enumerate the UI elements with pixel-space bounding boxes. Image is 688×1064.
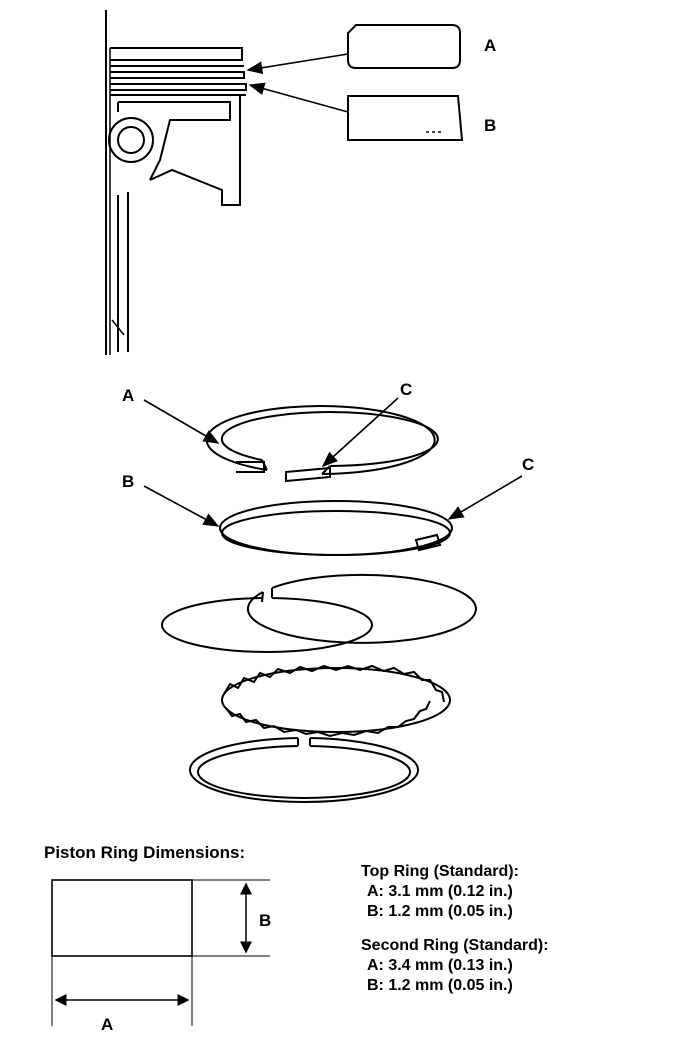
second-ring-heading: Second Ring (Standard): [361,937,549,954]
ring-c-gap-arrow-1 [321,397,399,468]
second-ring-a-value: A: 3.4 mm (0.13 in.) [367,957,513,974]
second-ring-section-callout [347,95,464,141]
second-ring [219,500,453,556]
second-ring-spec: Second Ring (Standard): A: 3.4 mm (0.13 … [361,936,549,996]
oil-ring-lower-rail [189,737,419,803]
top-ring-heading: Top Ring (Standard): [361,863,519,880]
dimension-label-a: A [101,1015,114,1034]
oil-ring-expander [221,664,451,738]
second-ring-arrow [248,82,349,113]
rings-label-c-1: C [400,380,413,399]
dimensions-title: Piston Ring Dimensions: [44,843,246,862]
ring-c-gap-arrow-2 [447,475,523,520]
ring-dimension-sketch [51,879,270,1026]
top-ring-a-value: A: 3.1 mm (0.12 in.) [367,883,513,900]
oil-ring-upper-rail [161,573,477,653]
rings-label-c-2: C [522,455,535,474]
rings-label-b: B [122,472,135,491]
top-ring-b-value: B: 1.2 mm (0.05 in.) [367,903,513,920]
top-ring-spec: Top Ring (Standard): A: 3.1 mm (0.12 in.… [361,862,519,922]
ring-b-arrow [143,485,220,527]
rings-label-a: A [122,386,135,405]
second-ring-b-value: B: 1.2 mm (0.05 in.) [367,977,513,994]
ring-a-arrow [143,399,220,444]
dimension-label-b: B [259,911,272,930]
top-diagram-label-a: A [484,36,497,55]
top-diagram-label-b: B [484,116,497,135]
piston-cross-section [105,10,247,355]
top-ring [205,405,439,483]
top-ring-section-callout [347,24,461,69]
top-ring-arrow [246,53,349,75]
